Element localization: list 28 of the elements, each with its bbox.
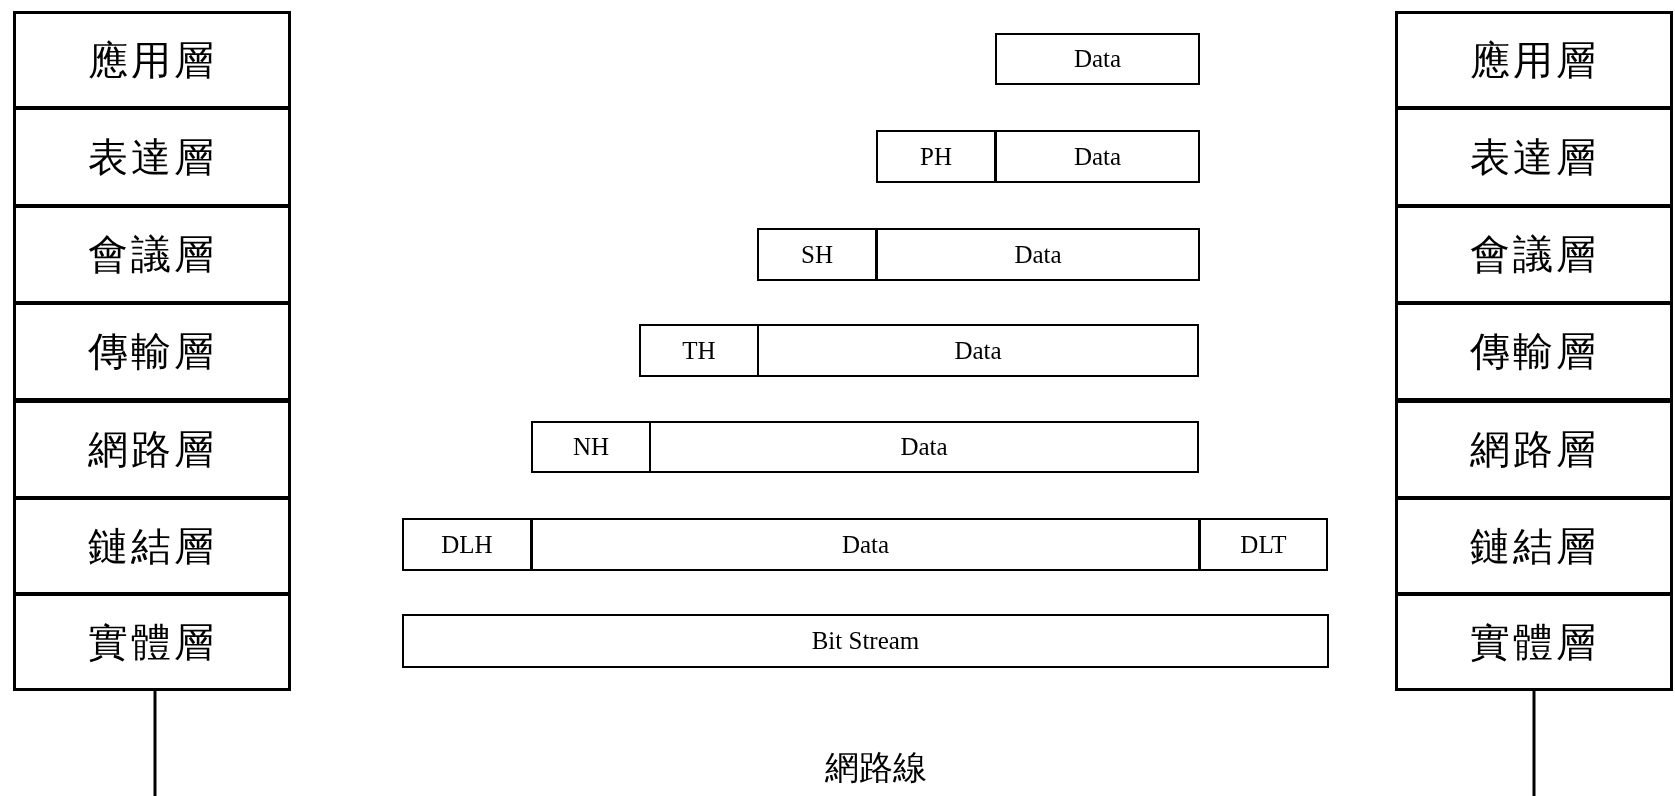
layer-box: 實體層 [13, 593, 291, 691]
packet-field: Data [649, 421, 1199, 473]
layer-box: 會議層 [1395, 205, 1673, 304]
layer-box: 傳輸層 [13, 302, 291, 401]
packet-field: Data [876, 228, 1200, 281]
packet-field: Bit Stream [402, 614, 1329, 668]
packet-field: Data [531, 518, 1200, 571]
layer-box: 應用層 [13, 11, 291, 109]
packet-field: NH [531, 421, 651, 473]
layer-box: 網路層 [1395, 400, 1673, 499]
layer-box: 表達層 [1395, 107, 1673, 207]
packet-field: DLT [1199, 518, 1328, 571]
layer-box: 會議層 [13, 205, 291, 304]
layer-box: 傳輸層 [1395, 302, 1673, 401]
packet-field: SH [757, 228, 877, 281]
layer-box: 鏈結層 [13, 497, 291, 595]
packet-field: Data [995, 130, 1200, 183]
layer-box: 網路層 [13, 400, 291, 499]
packet-field: TH [639, 324, 759, 377]
packet-field: Data [757, 324, 1199, 377]
packet-field: PH [876, 130, 996, 183]
layer-box: 表達層 [13, 107, 291, 207]
layer-box: 應用層 [1395, 11, 1673, 109]
packet-field: DLH [402, 518, 532, 571]
cable-label: 網路線 [823, 746, 928, 789]
layer-box: 實體層 [1395, 593, 1673, 691]
layer-box: 鏈結層 [1395, 497, 1673, 595]
packet-field: Data [995, 33, 1200, 85]
